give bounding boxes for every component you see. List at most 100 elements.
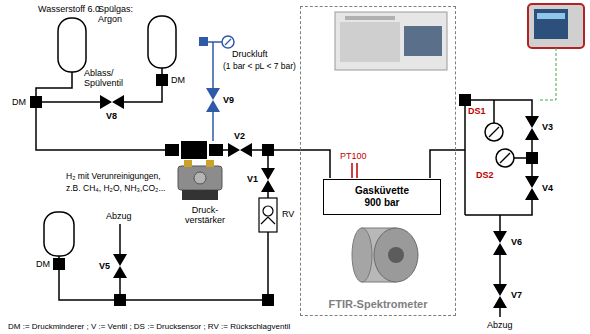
pipe: [274, 150, 330, 178]
pipe: [493, 100, 495, 123]
cell-photo-face: [374, 228, 418, 282]
pipe: [124, 86, 162, 102]
pipe-junction: [262, 144, 274, 156]
spectrometer-photo: [335, 12, 447, 70]
part-label: DM: [12, 97, 26, 107]
node-text: FTIR-Spektrometer: [328, 298, 427, 310]
temperature-probe: [352, 163, 357, 178]
part-label: Druck- verstärker: [182, 205, 228, 226]
part-label: DM: [36, 259, 50, 269]
pipe: [252, 149, 262, 151]
pipe: [161, 68, 163, 74]
valve-label: V2: [234, 131, 245, 141]
spectrometer-body: [340, 22, 400, 62]
gas-name: H₂ mit Verunreinigungen,: [66, 172, 161, 182]
booster-symbol: [181, 141, 207, 159]
pipe-junction: [526, 152, 538, 164]
gauge-needle: [489, 127, 499, 137]
pressure-reducer: [53, 258, 65, 270]
cell-photo-back: [352, 228, 372, 282]
valve-label: V1: [247, 174, 258, 184]
device-screen-bar: [537, 13, 565, 19]
sensor-label: PT100: [340, 151, 367, 161]
pipe: [119, 224, 121, 254]
pipe: [430, 150, 465, 178]
valve-symbol: [113, 254, 127, 278]
pipe: [465, 200, 532, 215]
air-inlet: [199, 37, 208, 46]
pipe: [36, 72, 72, 96]
valve-label: V4: [542, 183, 553, 193]
pipe: [119, 278, 121, 294]
gas-name: Wasserstoff 6.0: [38, 4, 100, 14]
part-label: DM: [171, 75, 185, 85]
gas-cylinder: [148, 16, 176, 68]
pipe: [58, 256, 60, 258]
gas-cell-box: Gasküvette 900 bar: [323, 179, 441, 215]
pipe: [59, 270, 114, 300]
pipe: [267, 156, 269, 168]
abbreviation-note: DM := Druckminderer ; V := Ventil ; DS :…: [8, 322, 290, 331]
valve-label: V8: [106, 111, 117, 121]
device-screen: [534, 9, 568, 39]
spectrometer-panel: [404, 26, 442, 56]
pressure-range: (1 bar < pL < 7 bar): [223, 62, 296, 72]
pipe: [36, 108, 165, 150]
booster-symbol: [209, 144, 223, 156]
pipe: [464, 100, 466, 215]
pipe: [267, 232, 269, 294]
valve-label: V6: [511, 237, 522, 247]
pipe: [465, 100, 532, 116]
booster-photo: [178, 166, 222, 190]
valve-symbol: [525, 116, 539, 140]
gauge-needle: [500, 153, 510, 163]
sensor-label: DS2: [476, 170, 494, 180]
check-valve: [259, 198, 277, 232]
sensor-label: DS1: [468, 106, 486, 116]
booster-fitting: [206, 160, 214, 167]
exhaust-label: Abzug: [106, 211, 132, 221]
pipe-junction: [114, 294, 126, 306]
valve-label: V9: [223, 95, 234, 105]
valve-symbol: [493, 284, 507, 308]
pressure-reducer: [156, 74, 168, 86]
valve-name: Ablass/ Spülventil: [84, 68, 136, 89]
pipe: [223, 149, 228, 151]
gauge-needle: [225, 39, 231, 45]
valve-symbol: [100, 95, 124, 109]
spectrometer-lid: [345, 16, 395, 20]
air-pipe: [212, 42, 214, 88]
pipe: [126, 299, 262, 301]
valve-label: V5: [99, 261, 110, 271]
valve-label: V3: [542, 122, 553, 132]
cell-photo-window: [388, 247, 404, 263]
valve-symbol: [261, 168, 275, 192]
pressure-gauge: [485, 123, 503, 141]
booster-head: [194, 172, 206, 184]
signal-line: [538, 48, 556, 100]
spectrometer-region: Gasküvette 900 barFTIR-Spektrometer: [300, 6, 456, 316]
gas-name: Spülgas: Argon: [98, 4, 148, 25]
pipe-junction: [459, 94, 471, 106]
handheld-device: [528, 4, 584, 48]
air-gauge: [222, 36, 234, 48]
valve-symbol: [525, 176, 539, 200]
air-pipe: [208, 41, 222, 43]
gas-name: z.B. CH₄, H₂O, NH₃,CO₂...: [66, 184, 165, 194]
pressure-gauge: [496, 149, 514, 167]
gas-cylinder: [58, 18, 86, 72]
check-valve-seat: [261, 217, 275, 224]
air-pipe: [212, 112, 214, 141]
node-text: Gasküvette 900 bar: [347, 185, 417, 209]
part-label: RV: [282, 209, 294, 219]
exhaust-label: Abzug: [487, 320, 513, 330]
pipe: [499, 308, 501, 317]
booster-fitting: [184, 160, 192, 167]
pipe: [42, 101, 100, 103]
pressure-reducer: [30, 96, 42, 108]
pipe: [267, 192, 269, 198]
pipe: [499, 255, 501, 284]
supply-name: Druckluft: [232, 49, 268, 59]
pipe: [514, 157, 526, 159]
